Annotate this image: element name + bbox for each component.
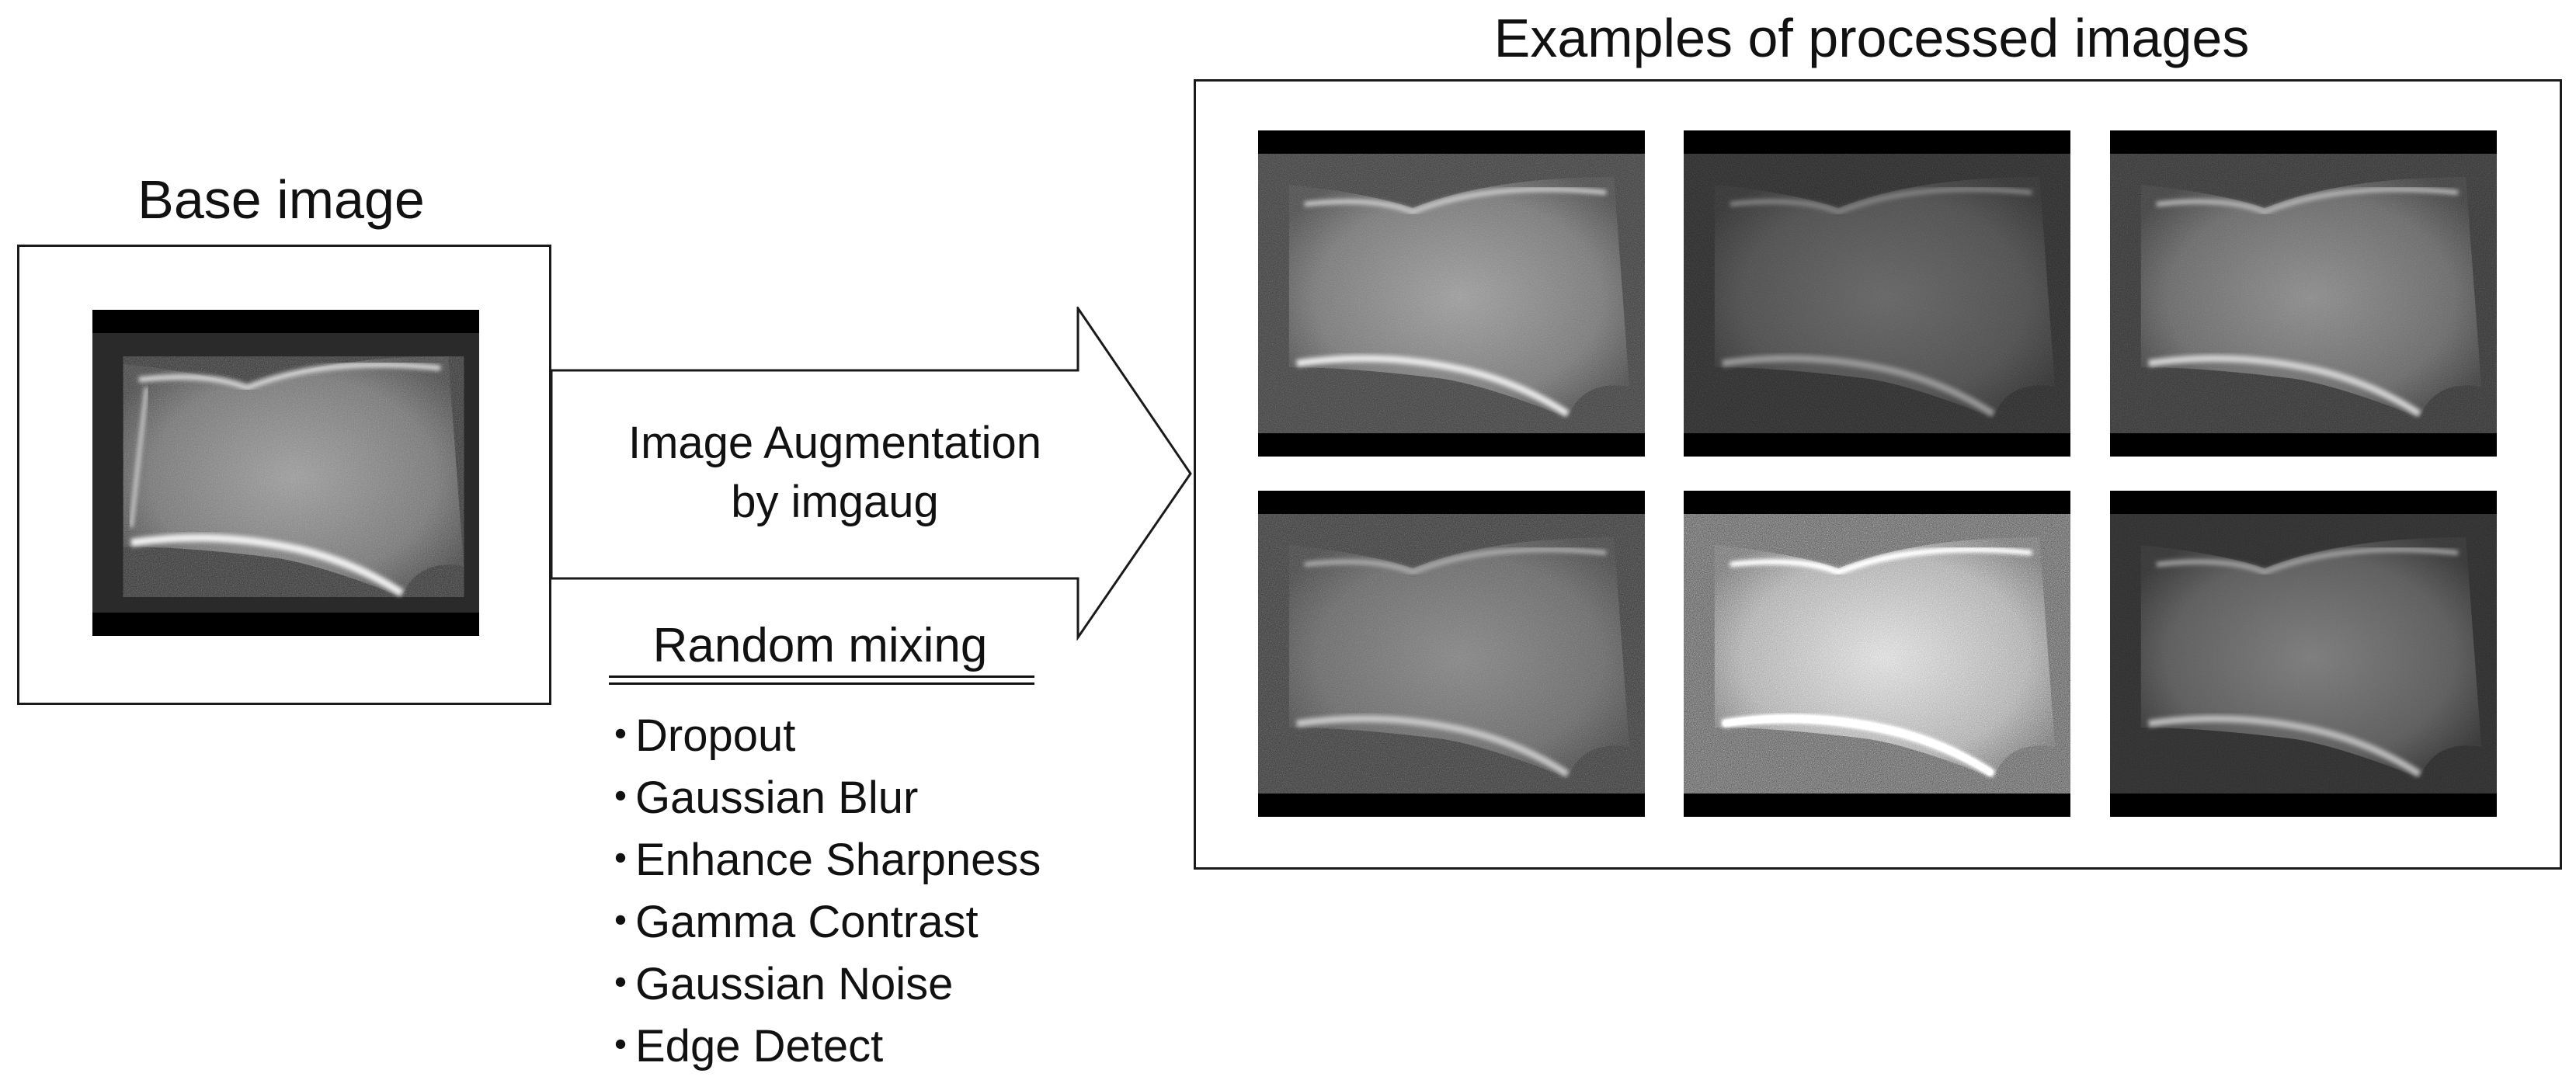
- bullet: ・: [598, 1021, 644, 1071]
- method-item: ・Gaussian Blur: [598, 767, 1041, 829]
- processed-xray-image: [1258, 130, 1645, 457]
- method-label: Dropout: [635, 710, 796, 761]
- bullet: ・: [598, 835, 644, 885]
- base-image-frame: [17, 245, 551, 705]
- method-item: ・Dropout: [598, 705, 1041, 767]
- random-mixing-underline: [609, 675, 1034, 685]
- bullet: ・: [598, 959, 644, 1009]
- arrow-label: Image Augmentation by imgaug: [590, 414, 1079, 532]
- arrow-label-line2: by imgaug: [731, 477, 939, 527]
- method-label: Enhance Sharpness: [635, 835, 1041, 885]
- base-xray-image: [92, 310, 479, 636]
- processed-xray-image: [1684, 130, 2070, 457]
- bullet: ・: [598, 773, 644, 823]
- examples-title: Examples of processed images: [1493, 8, 2250, 68]
- method-item: ・Edge Detect: [598, 1016, 1041, 1078]
- bullet: ・: [598, 710, 644, 761]
- processed-xray-image: [2110, 491, 2497, 817]
- processed-xray-image: [1258, 491, 1645, 817]
- processed-xray-image: [1684, 491, 2070, 817]
- method-item: ・Enhance Sharpness: [598, 829, 1041, 891]
- method-label: Gamma Contrast: [635, 897, 979, 947]
- augmentation-arrow: [550, 307, 1192, 641]
- method-item: ・Gaussian Noise: [598, 953, 1041, 1016]
- processed-xray-image: [2110, 130, 2497, 457]
- method-label: Gaussian Noise: [635, 959, 954, 1009]
- method-label: Edge Detect: [635, 1021, 884, 1071]
- method-label: Gaussian Blur: [635, 773, 919, 823]
- base-image-title: Base image: [137, 169, 425, 230]
- random-mixing-title: Random mixing: [652, 619, 988, 672]
- method-item: ・Gamma Contrast: [598, 891, 1041, 953]
- bullet: ・: [598, 897, 644, 947]
- arrow-label-line1: Image Augmentation: [627, 418, 1042, 468]
- augmentation-method-list: ・Dropout ・Gaussian Blur ・Enhance Sharpne…: [598, 705, 1041, 1078]
